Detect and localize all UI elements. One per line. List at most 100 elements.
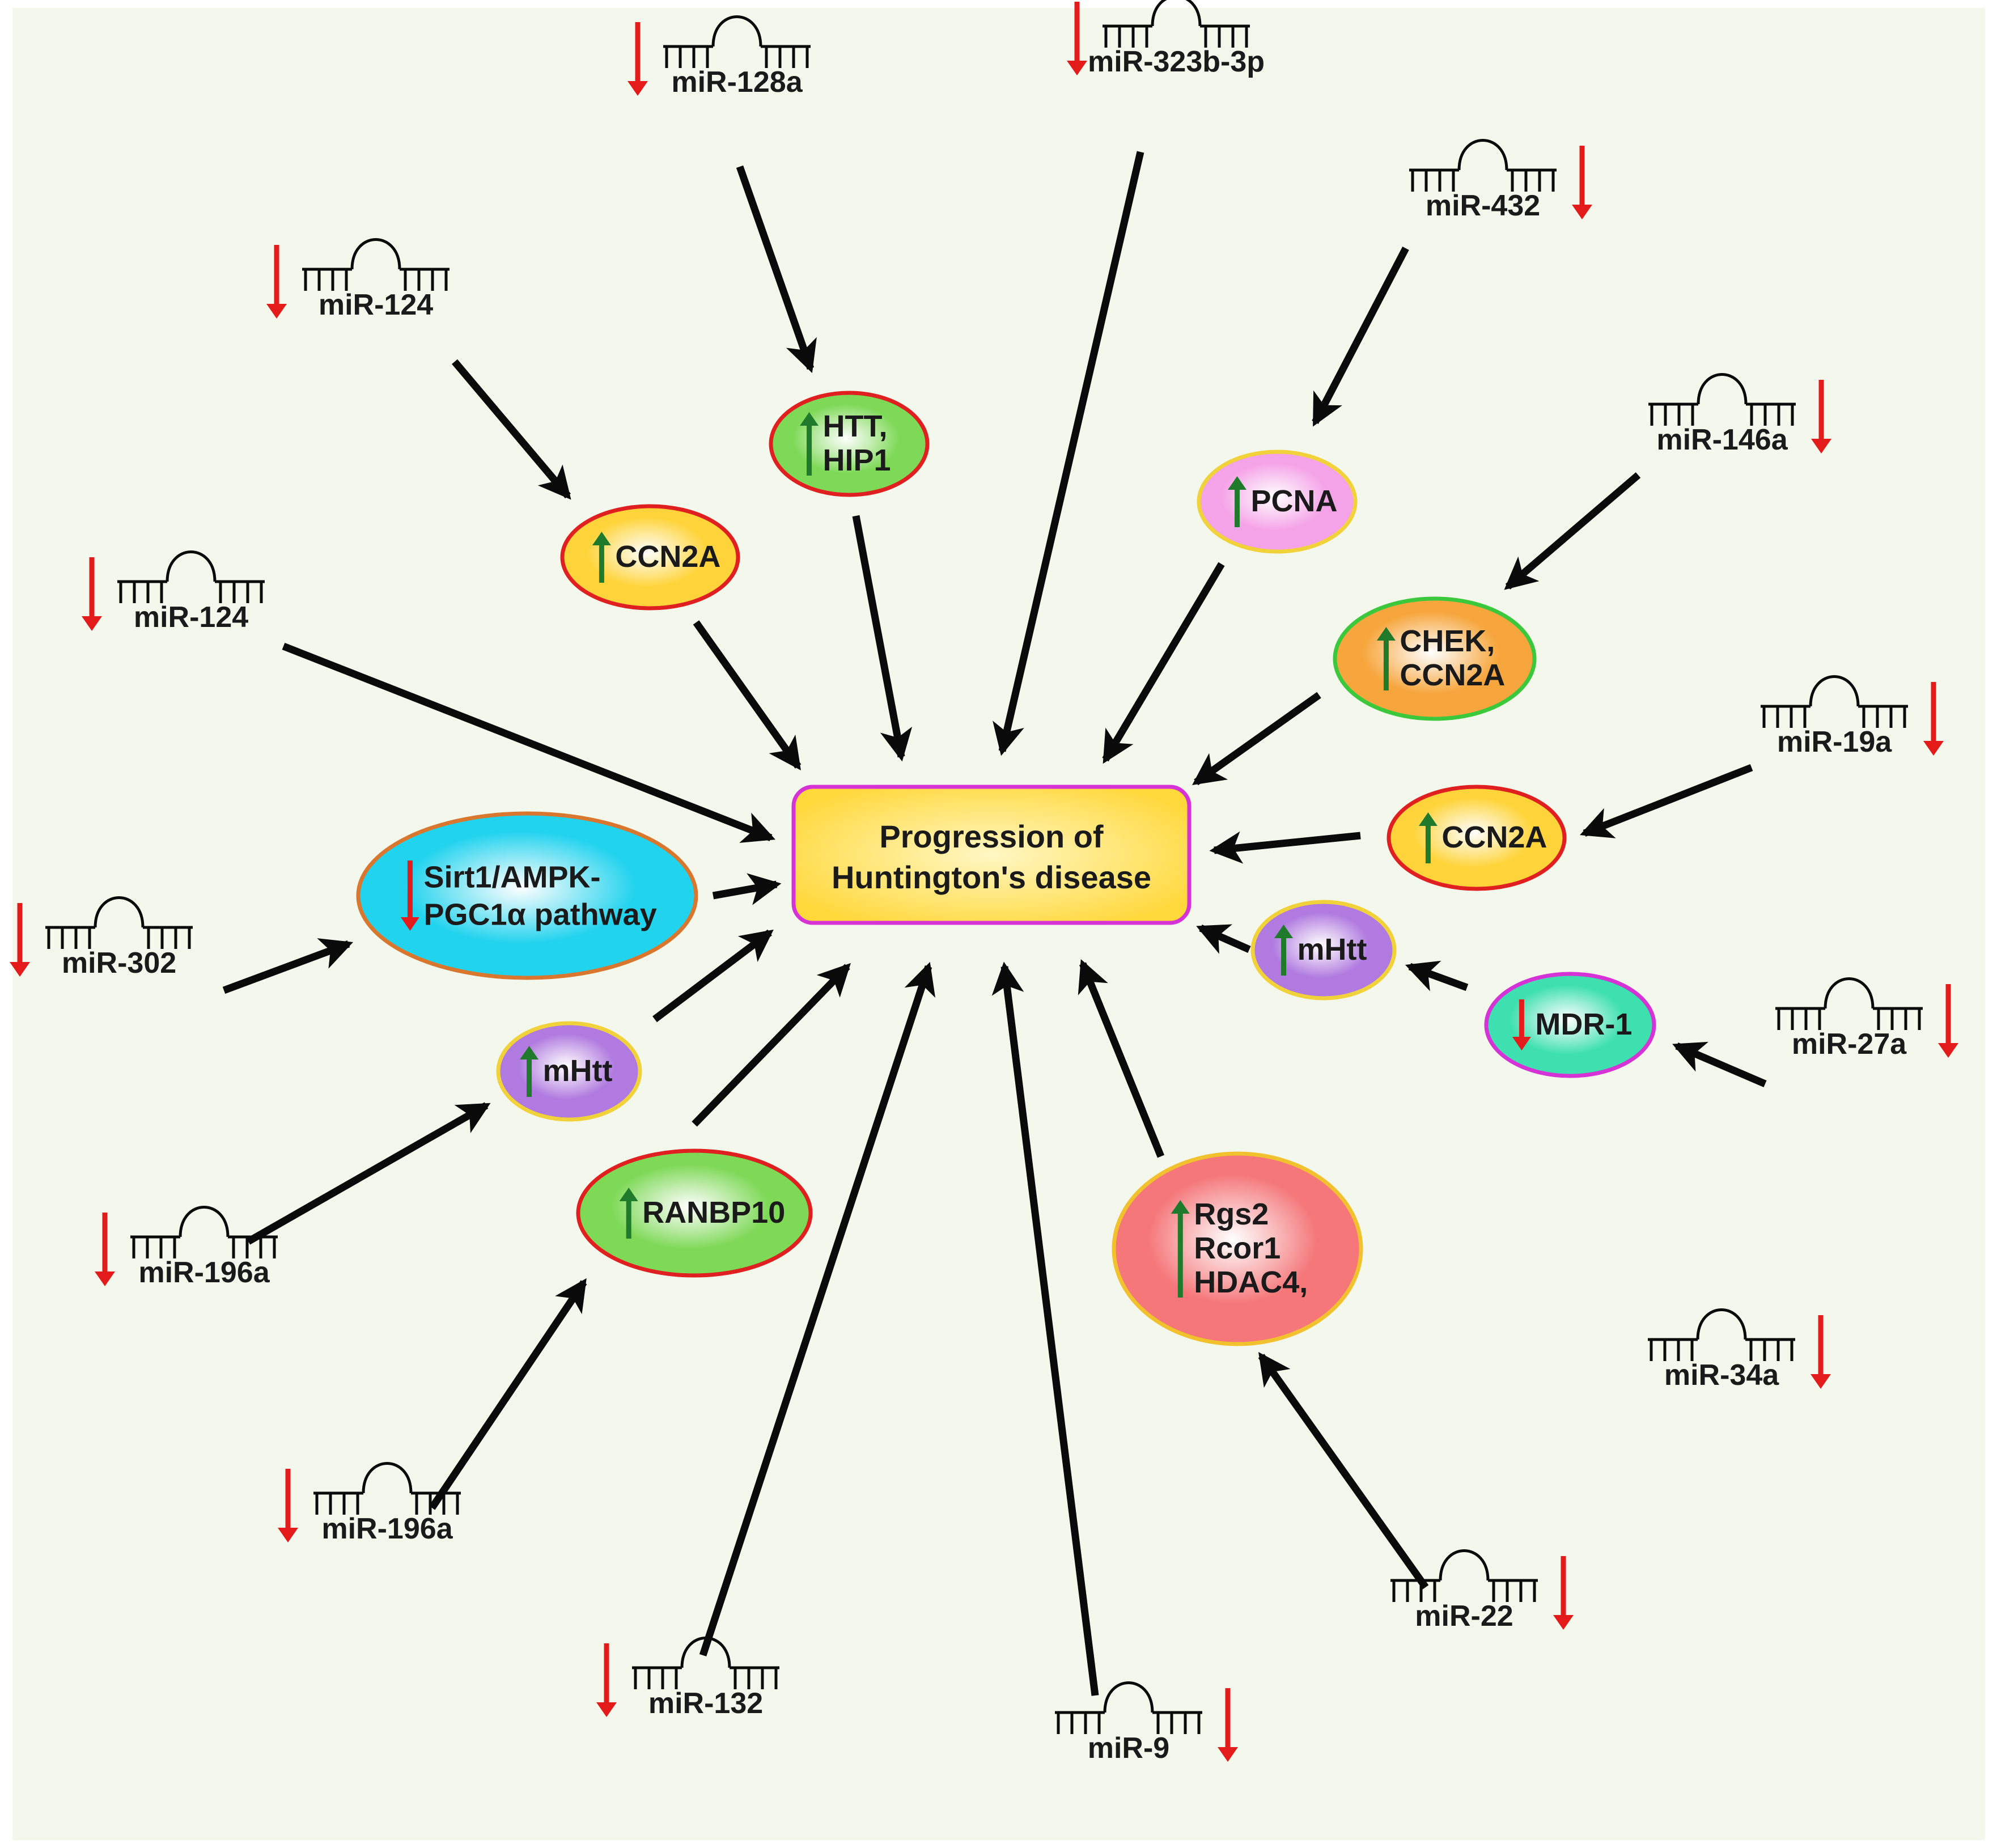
target-label-line: Rgs2 [1194,1197,1269,1231]
target-ellipse [1112,1151,1363,1346]
target-ellipse [356,811,698,980]
mirna-mir196a1: miR-196a [95,1206,278,1289]
target-label-line: HIP1 [823,443,891,477]
mirna-label: miR-196a [138,1256,270,1289]
mirna-hairpin-icon [1775,977,1923,1030]
mirna-mir27a: miR-27a [1775,977,1958,1061]
target-node-mhtt_l: mHtt [496,1021,642,1122]
down-regulation-arrow-icon [596,1643,617,1717]
target-ellipse [1484,972,1656,1078]
target-label-line: CCN2A [615,540,720,574]
interaction-arrow [1312,246,1409,427]
center-title-line2: Huntington's disease [832,859,1151,895]
mirna-hairpin-icon [1648,373,1796,426]
target-label-line: HTT, [823,409,888,443]
down-regulation-arrow-icon [95,1213,115,1286]
target-label-line: HDAC4, [1194,1265,1308,1299]
mirna-hairpin-icon [1761,675,1908,728]
down-regulation-arrow-icon [400,861,419,931]
interaction-arrow [452,359,571,500]
interaction-arrow [652,929,774,1023]
up-regulation-arrow-icon [1274,925,1294,976]
target-ellipse [1250,900,1397,1001]
mirna-hairpin-icon [130,1206,278,1258]
down-regulation-arrow-icon [82,557,102,631]
interaction-arrow [1258,1352,1429,1590]
interaction-arrow [1196,924,1251,954]
target-node-ranbp10: RANBP10 [576,1148,813,1278]
down-regulation-arrow-icon [1938,984,1958,1058]
up-regulation-arrow-icon [592,532,611,583]
mirna-mir146a: miR-146a [1648,373,1831,456]
target-ellipse [496,1021,642,1122]
interaction-arrow [1192,692,1321,786]
target-node-mhtt_r: mHtt [1250,900,1397,1001]
target-label-line: CCN2A [1400,658,1505,692]
up-regulation-arrow-icon [520,1046,539,1097]
target-node-chek: CHEK,CCN2A [1333,596,1537,721]
mirna-hairpin-icon [117,550,265,603]
mirna-label: miR-196a [321,1512,453,1545]
mirna-mir9: miR-9 [1055,1681,1238,1765]
target-node-ccn2a_a: CCN2A [560,504,740,611]
interaction-arrow [1580,764,1753,838]
center-box [791,785,1192,925]
mirna-hairpin-icon [302,238,450,291]
mirna-hairpin-icon [45,896,193,949]
target-nodes: HTT,HIP1CCN2APCNACHEK,CCN2ACCN2ASirt1/AM… [356,391,1656,1346]
mirna-label: miR-124 [134,601,248,634]
mirna-label: miR-124 [319,289,433,321]
mirna-hairpin-icon [1103,0,1250,48]
target-label-line: mHtt [543,1054,613,1088]
interaction-arrow [693,620,802,771]
interaction-arrow [1078,959,1165,1158]
target-node-pcna: PCNA [1197,450,1358,554]
mirna-mir34a: miR-34a [1648,1308,1831,1392]
mirna-label: miR-34a [1664,1359,1779,1392]
mirna-mir196a2: miR-196a [278,1462,461,1545]
mirna-hairpin-icon [313,1462,461,1515]
mirna-hairpin-icon [1055,1681,1202,1734]
down-regulation-arrow-icon [1923,682,1944,756]
mirna-mir323: miR-323b-3p [1067,0,1265,78]
target-ellipse [560,504,740,611]
interaction-arrow [429,1278,587,1510]
mirna-label: miR-302 [62,947,176,980]
down-regulation-arrow-icon [1811,380,1831,453]
target-label-line: PGC1α pathway [423,897,656,931]
interaction-arrow [1102,562,1225,764]
up-regulation-arrow-icon [1171,1200,1190,1298]
interaction-arrow [692,963,851,1127]
mirna-mir124b: miR-124 [82,550,265,634]
interaction-arrow [712,873,782,905]
target-node-mdr1: MDR-1 [1484,972,1656,1078]
down-regulation-arrow-icon [1218,1688,1238,1762]
center-node: Progression of Huntington's disease [791,785,1192,925]
mirna-mir132: miR-132 [596,1637,779,1720]
mirna-mir432: miR-432 [1409,139,1592,222]
interaction-arrow [991,961,1099,1696]
mirna-label: miR-323b-3p [1088,45,1265,78]
target-node-sirt1: Sirt1/AMPK-PGC1α pathway [356,811,698,980]
target-label-line: CHEK, [1400,624,1495,658]
interaction-arrow [1504,472,1641,590]
down-regulation-arrow-icon [1512,999,1531,1050]
interaction-arrow [1672,1041,1767,1087]
interaction-arrow [246,1102,491,1245]
edges [222,151,1767,1696]
mirna-mir124a: miR-124 [266,238,450,321]
up-regulation-arrow-icon [800,412,819,476]
mirna-nodes: miR-128amiR-323b-3pmiR-432miR-124miR-146… [10,0,1958,1765]
down-regulation-arrow-icon [1067,2,1087,75]
mirna-hairpin-icon [1409,139,1557,192]
mirna-label: miR-19a [1777,726,1892,758]
down-regulation-arrow-icon [627,22,648,96]
down-regulation-arrow-icon [1572,146,1592,219]
up-regulation-arrow-icon [1376,627,1396,690]
center-title-line1: Progression of [879,819,1104,854]
interaction-arrow [852,515,913,762]
mirna-mir22: miR-22 [1390,1549,1574,1633]
mirna-label: miR-22 [1415,1600,1513,1633]
